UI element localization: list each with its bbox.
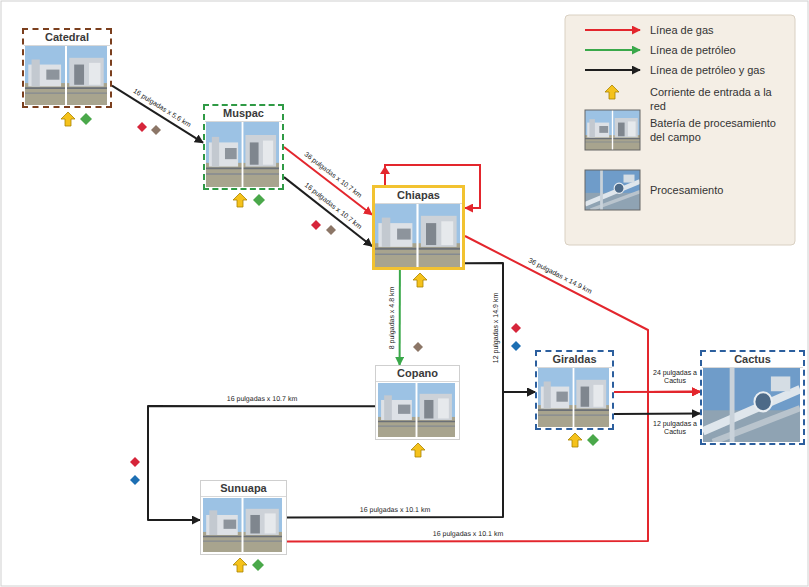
station-photo	[203, 498, 282, 552]
station-photo	[25, 46, 107, 105]
inflow-arrow	[61, 112, 75, 126]
station-title: Muspac	[205, 106, 282, 122]
station-box: Chiapas	[372, 185, 465, 270]
station-photo	[538, 368, 609, 427]
legend-processing-icon	[585, 170, 640, 210]
stream-diamond	[311, 220, 321, 230]
pipeline-connector	[399, 270, 401, 365]
inflow-arrow	[233, 558, 247, 572]
pipeline-connector	[465, 263, 535, 392]
pipe-label: 8 pulgadas x 4.8 km	[388, 285, 396, 350]
legend-panel	[565, 15, 795, 245]
inflow-arrow	[568, 433, 582, 447]
pipe-label: 16 pulgadas x 10.1 km	[359, 506, 431, 514]
inflow-arrow	[411, 443, 425, 457]
product-diamond	[253, 194, 265, 206]
pipeline-connector	[465, 236, 700, 392]
station-title: Chiapas	[375, 188, 462, 204]
stream-diamond	[137, 122, 147, 132]
pipe-label: 24 pulgadas a Cactus	[651, 369, 699, 385]
station-photo	[375, 203, 460, 267]
product-diamond	[587, 434, 599, 446]
stream-diamond	[130, 475, 140, 485]
pipeline-connector	[614, 391, 700, 393]
legend-battery-frame	[585, 110, 640, 150]
pipeline-connector	[284, 177, 372, 246]
pipeline-connector	[112, 86, 203, 143]
stream-diamond	[413, 342, 423, 352]
pipe-label: 12 pulgadas x 14.9 km	[492, 291, 500, 363]
legend-text: Línea de gas	[650, 23, 790, 37]
station-photo	[206, 122, 279, 187]
station-title: Giraldas	[537, 352, 612, 368]
processing-photo	[703, 368, 800, 442]
station-title: Sunuapa	[201, 481, 286, 497]
station-box: Muspac	[203, 104, 284, 190]
station-box: Sunuapa	[200, 480, 287, 555]
station-box: Copano	[375, 365, 460, 440]
station-title: Cactus	[702, 352, 803, 368]
stream-diamond	[151, 125, 161, 135]
pipe-label: 12 pulgadas a Cactus	[651, 420, 699, 436]
pipeline-connector	[287, 392, 700, 542]
legend-processing-frame	[585, 170, 640, 210]
legend-inflow-arrow	[605, 85, 619, 99]
inflow-arrow	[233, 193, 247, 207]
station-box: Catedral	[22, 28, 112, 108]
stream-diamond	[130, 457, 140, 467]
legend-text: Corriente de entrada a la red	[650, 85, 790, 113]
product-diamond	[80, 113, 92, 125]
station-title: Copano	[376, 366, 459, 382]
legend-battery-icon	[585, 110, 640, 150]
station-title: Catedral	[24, 30, 110, 46]
legend-mixed-sample	[585, 69, 640, 71]
legend-text: Línea de petróleo y gas	[650, 63, 790, 77]
legend-text: Línea de petróleo	[650, 43, 790, 57]
legend-text: Procesamiento	[650, 183, 790, 197]
legend-gas-sample	[585, 29, 640, 31]
stream-diamond	[326, 225, 336, 235]
station-box: Cactus	[700, 350, 805, 445]
stream-diamond	[511, 323, 521, 333]
station-photo	[378, 383, 455, 437]
stream-diamond	[511, 341, 521, 351]
pipeline-connector	[148, 406, 375, 520]
loop-arrowhead	[380, 166, 390, 174]
pipeline-connector	[287, 392, 535, 518]
inflow-arrow	[413, 273, 427, 287]
legend-oil-sample	[585, 49, 640, 51]
legend-text: Batería de procesamiento del campo	[650, 116, 790, 144]
pipe-label: 16 pulgadas x 10.1 km	[431, 530, 503, 538]
pipeline-connector	[614, 413, 700, 415]
product-diamond	[252, 559, 264, 571]
pipe-label: 16 pulgadas x 10.7 km	[225, 395, 297, 403]
station-box: Giraldas	[535, 350, 614, 430]
